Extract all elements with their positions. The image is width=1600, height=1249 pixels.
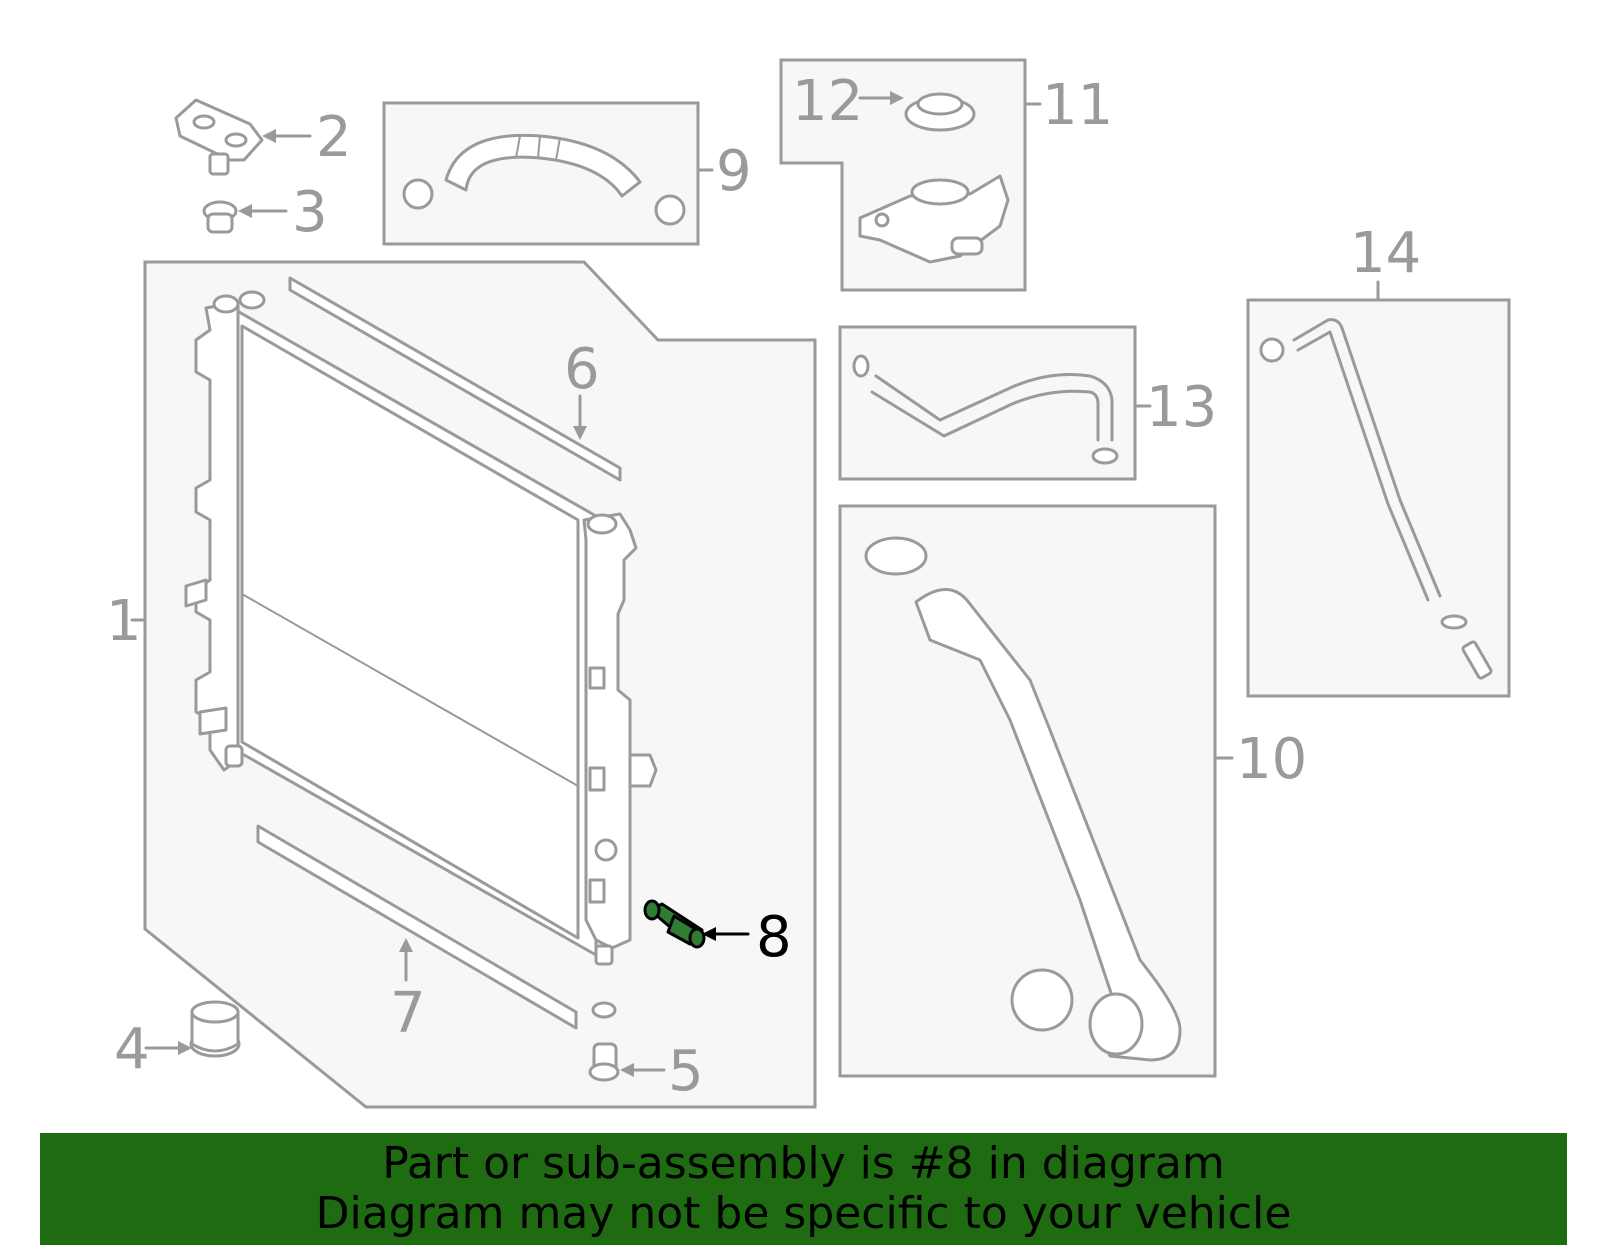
callout-12: 12 [792, 69, 863, 134]
callout-7: 7 [390, 981, 426, 1046]
callout-13: 13 [1146, 375, 1217, 440]
lower-mount[interactable] [189, 1000, 241, 1058]
callout-3: 3 [292, 180, 328, 245]
upper-hose[interactable] [402, 133, 686, 226]
bypass-hose-box [838, 325, 1137, 481]
callout-4: 4 [114, 1017, 150, 1082]
overflow-hose[interactable] [1259, 318, 1493, 680]
callout-6: 6 [564, 337, 600, 402]
mount-bracket[interactable] [174, 98, 264, 176]
grommet[interactable] [202, 200, 238, 234]
drain-plug[interactable] [588, 1001, 620, 1082]
radiator-assembly[interactable] [184, 290, 658, 966]
callout-1: 1 [106, 589, 142, 654]
callout-9: 9 [716, 139, 752, 204]
upper-seal-strip[interactable] [288, 276, 622, 482]
callout-10: 10 [1236, 727, 1307, 792]
callout-8: 8 [756, 905, 792, 970]
lower-seal-strip[interactable] [256, 824, 578, 1030]
filler-neck[interactable] [858, 174, 1010, 264]
callout-11: 11 [1042, 73, 1113, 138]
radiator-cap[interactable] [904, 92, 976, 132]
callout-5: 5 [668, 1039, 704, 1104]
leader-lines [130, 91, 1380, 1077]
highlighted-part-8[interactable] [643, 899, 706, 949]
bypass-hose[interactable] [852, 354, 1119, 465]
banner-line-1: Part or sub-assembly is #8 in diagram [382, 1138, 1225, 1189]
callout-2: 2 [316, 105, 352, 170]
lower-hose[interactable] [864, 536, 1182, 1062]
callout-14: 14 [1350, 221, 1421, 286]
overflow-hose-box [1246, 298, 1511, 698]
info-banner: Part or sub-assembly is #8 in diagram Di… [40, 1133, 1567, 1245]
upper-hose-box [382, 101, 700, 246]
banner-line-2: Diagram may not be specific to your vehi… [315, 1188, 1292, 1239]
